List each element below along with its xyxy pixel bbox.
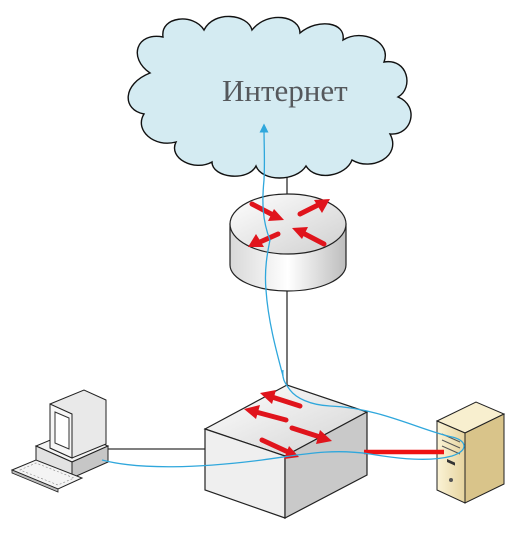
traffic-path xyxy=(101,123,465,468)
router xyxy=(229,193,347,292)
traffic-switch-internet xyxy=(259,123,284,377)
router-top xyxy=(229,193,347,255)
traffic-computer-switch-server xyxy=(101,369,465,468)
computer-icon xyxy=(10,389,110,493)
cloud-label: Интернет xyxy=(222,73,348,108)
cloud-shape xyxy=(127,15,412,179)
switch-icon xyxy=(244,390,332,459)
server-icon xyxy=(435,401,506,504)
internet-cloud: Интернет xyxy=(127,15,412,179)
switch-side xyxy=(284,410,368,519)
workstation xyxy=(10,389,110,493)
server xyxy=(435,401,506,504)
switch xyxy=(203,384,369,519)
